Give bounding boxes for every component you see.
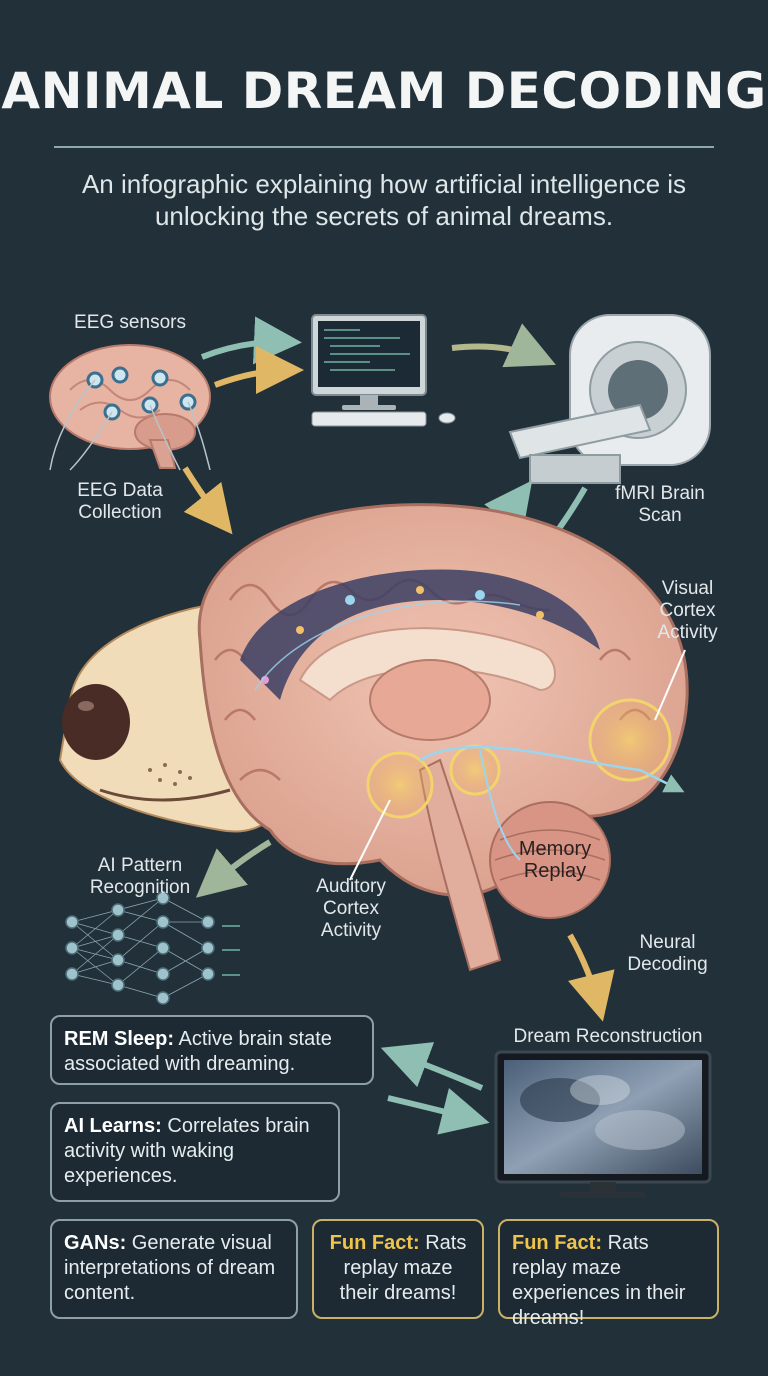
- fact-card-rem-sleep: REM Sleep: Active brain state associated…: [50, 1015, 374, 1085]
- fun-fact-card-1: Fun Fact: Rats replay maze their dreams!: [312, 1219, 484, 1319]
- computer-icon: [311, 314, 456, 427]
- arrow-computer-to-mri: [451, 323, 556, 368]
- label-dream-reconstruction: Dream Reconstruction: [513, 1026, 703, 1047]
- fact-key: Fun Fact:: [512, 1232, 602, 1254]
- fun-fact-card-2: Fun Fact: Rats replay maze experiences i…: [498, 1219, 719, 1329]
- neural-network-icon: [65, 891, 240, 1005]
- label-ai-pattern-recognition: AI Pattern Recognition: [89, 855, 191, 898]
- label-auditory-cortex: Auditory Cortex Activity: [316, 876, 386, 941]
- fact-text: Correlates brain activity with waking ex…: [64, 1115, 310, 1187]
- fact-key: AI Learns:: [64, 1115, 162, 1137]
- fact-text: Active brain state associated with dream…: [64, 1028, 332, 1075]
- label-eeg-sensors: EEG sensors: [74, 312, 186, 333]
- arrow-eeg-to-computer-2: [213, 346, 304, 395]
- fact-key: REM Sleep:: [64, 1028, 175, 1050]
- arrow-dream-to-rem: [380, 1042, 484, 1091]
- page-title: ANIMAL DREAM DECODING: [1, 62, 767, 120]
- fact-card-ai-learns: AI Learns: Correlates brain activity wit…: [50, 1102, 340, 1202]
- fact-text: Rats replay maze experiences in their dr…: [512, 1232, 686, 1329]
- brain-illustration: [197, 503, 689, 972]
- fact-card-gans: GANs: Generate visual interpretations of…: [50, 1219, 298, 1319]
- label-neural-decoding: Neural Decoding: [627, 932, 708, 975]
- dream-monitor: [494, 1050, 712, 1198]
- fact-key: GANs:: [64, 1232, 127, 1254]
- fact-text: Rats replay maze their dreams!: [339, 1232, 467, 1304]
- label-visual-cortex: Visual Cortex Activity: [657, 578, 718, 643]
- arrow-ai-to-dream: [387, 1087, 490, 1135]
- label-eeg-data-collection: EEG Data Collection: [77, 480, 163, 523]
- page-subtitle: An infographic explaining how artificial…: [81, 169, 687, 231]
- arrow-eeg-to-computer: [200, 316, 302, 365]
- fact-key: Fun Fact:: [329, 1232, 420, 1254]
- title-divider: [54, 146, 714, 148]
- arrow-eeg-to-brain: [182, 466, 233, 535]
- mri-scanner-icon: [508, 314, 711, 484]
- fact-text: Generate visual interpretations of dream…: [64, 1232, 276, 1304]
- arrow-to-dream: [567, 933, 615, 1022]
- label-memory-replay: Memory Replay: [518, 838, 592, 882]
- label-fmri-brain-scan: fMRI Brain Scan: [615, 483, 705, 526]
- eeg-brain-icon: [49, 344, 211, 471]
- arrow-brain-to-ai: [195, 839, 272, 898]
